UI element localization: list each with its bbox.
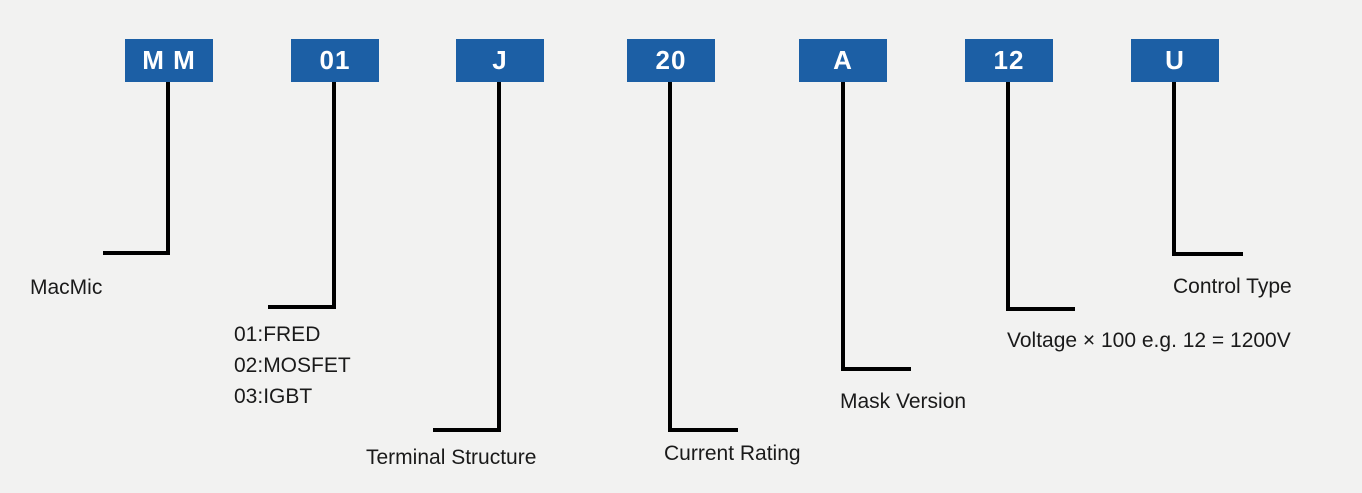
label-current-rating-line: Current Rating <box>664 442 801 465</box>
connector-device-type-vertical <box>332 82 336 309</box>
connector-mask-vertical <box>841 82 845 371</box>
label-device-type-igbt: 03:IGBT <box>234 385 313 408</box>
label-current-rating: Current Rating <box>664 438 801 469</box>
label-control-type-line: Control Type <box>1173 275 1292 298</box>
connector-device-type-horizontal <box>268 305 336 309</box>
connector-terminal-vertical <box>497 82 501 432</box>
code-box-control-type: U <box>1131 39 1219 82</box>
connector-voltage-horizontal <box>1006 307 1075 311</box>
connector-mask-horizontal <box>841 367 911 371</box>
code-box-terminal-structure: J <box>456 39 544 82</box>
connector-brand-horizontal <box>103 251 170 255</box>
code-box-voltage: 12 <box>965 39 1053 82</box>
label-mask-version: Mask Version <box>840 386 966 417</box>
label-device-types: 01:FRED 02:MOSFET 03:IGBT <box>234 319 351 412</box>
label-device-type-mosfet: 02:MOSFET <box>234 354 351 377</box>
label-device-type-fred: 01:FRED <box>234 323 321 346</box>
code-box-mask-version: A <box>799 39 887 82</box>
label-brand: MacMic <box>30 272 102 303</box>
label-terminal-structure-line: Terminal Structure <box>366 446 537 469</box>
connector-control-horizontal <box>1172 252 1243 256</box>
code-box-current-rating: 20 <box>627 39 715 82</box>
connector-current-horizontal <box>668 428 738 432</box>
label-terminal-structure: Terminal Structure <box>366 442 536 473</box>
label-brand-line: MacMic <box>30 276 103 299</box>
connector-voltage-vertical <box>1006 82 1010 311</box>
connector-current-vertical <box>668 82 672 432</box>
code-box-brand: M M <box>125 39 213 82</box>
connector-terminal-horizontal <box>433 428 501 432</box>
connector-brand-vertical <box>166 82 170 255</box>
connector-control-vertical <box>1172 82 1176 256</box>
label-mask-version-line: Mask Version <box>840 390 967 413</box>
label-control-type: Control Type <box>1173 271 1292 302</box>
code-box-device-type: 01 <box>291 39 379 82</box>
label-voltage: Voltage × 100 e.g. 12 = 1200V <box>1007 325 1291 356</box>
label-voltage-line: Voltage × 100 e.g. 12 = 1200V <box>1007 329 1291 352</box>
